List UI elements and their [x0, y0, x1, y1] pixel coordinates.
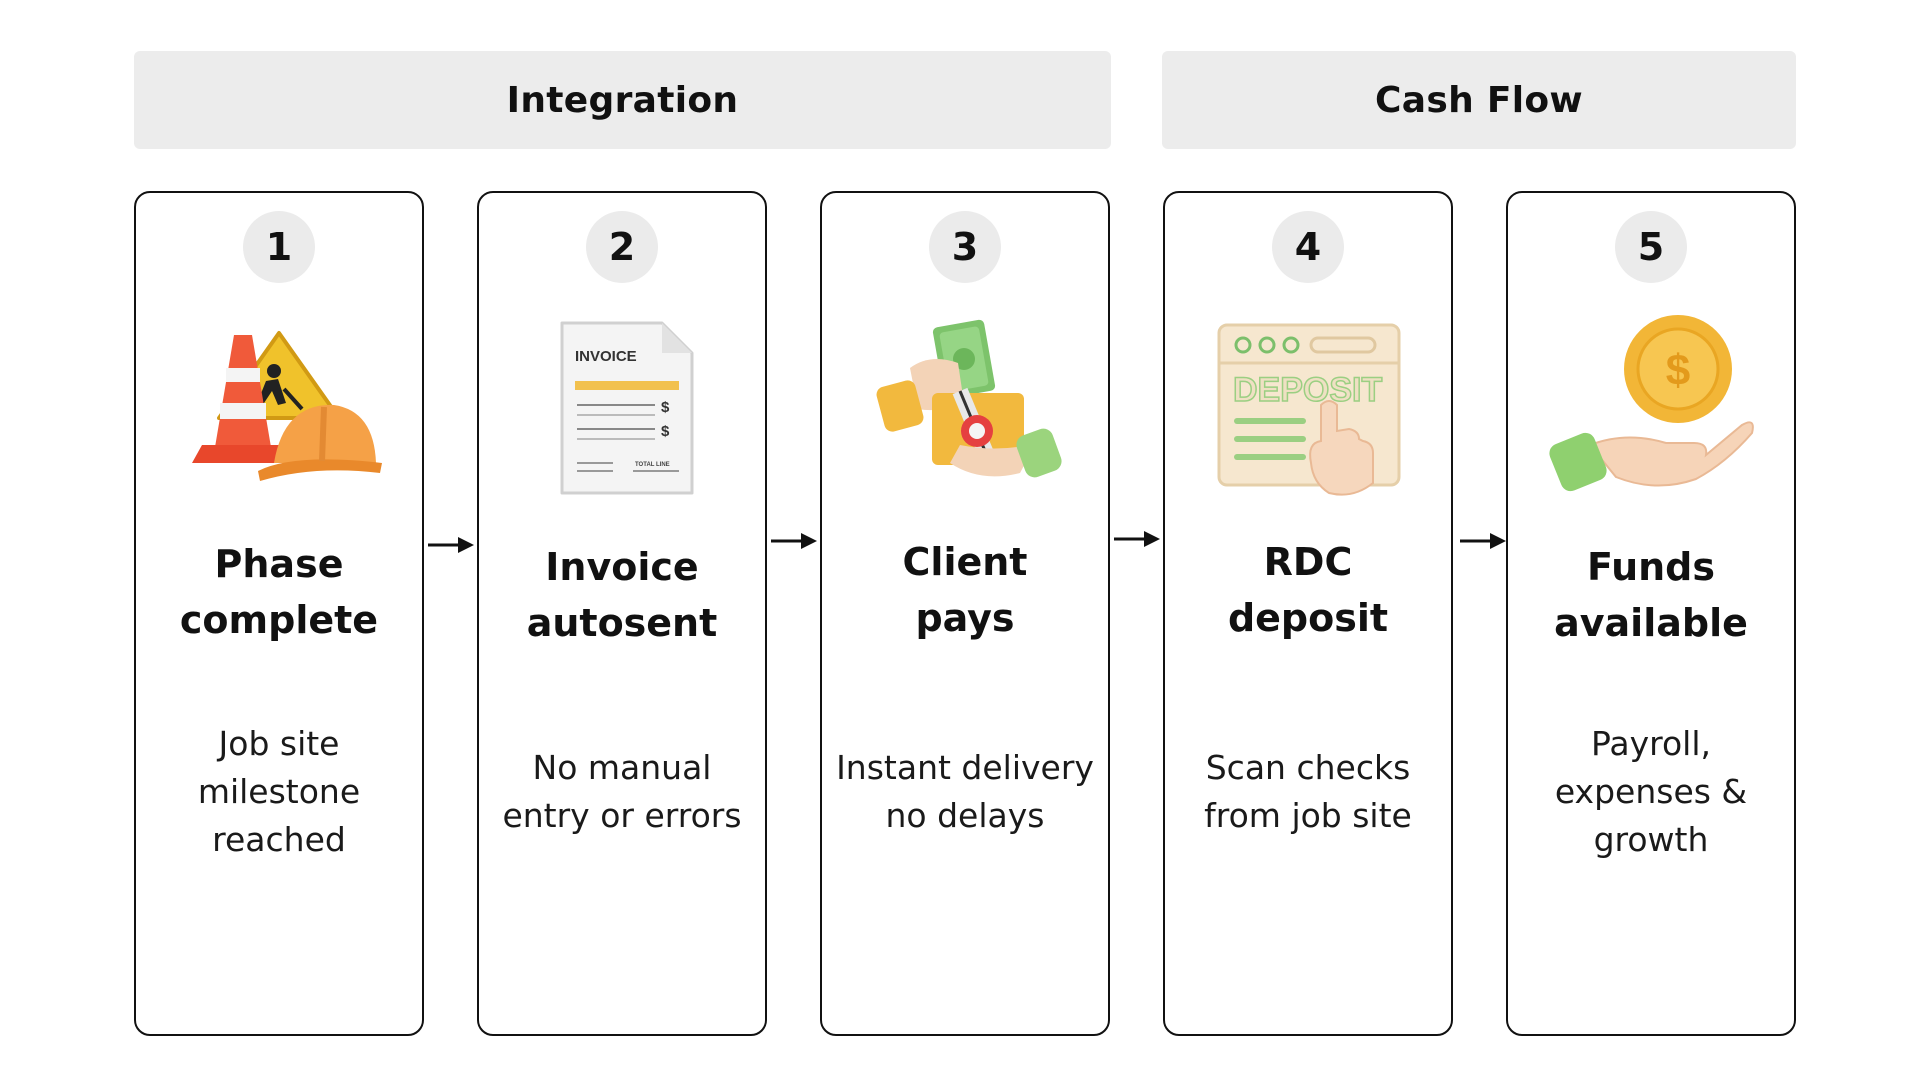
invoice-total-label: TOTAL LINE: [635, 462, 670, 468]
deposit-screen-label: DEPOSIT: [1233, 371, 1382, 409]
step-description-line: Scan checks: [1205, 748, 1411, 787]
step-card-5: 5 $ Funds available Payroll, expenses & …: [1506, 191, 1796, 1036]
step-title: Invoice autosent: [479, 539, 765, 651]
group-label-cash-flow: Cash Flow: [1375, 79, 1583, 121]
step-description-line: No manual: [532, 748, 712, 787]
step-description: Job site milestone reached: [136, 720, 422, 864]
step-number-badge: 3: [929, 211, 1001, 283]
group-label-integration: Integration: [506, 79, 739, 121]
step-title: Funds available: [1508, 539, 1794, 651]
step-title-line: deposit: [1227, 596, 1389, 640]
arrow-right-icon: [428, 537, 474, 553]
step-description-line: growth: [1593, 820, 1709, 859]
step-description-line: expenses &: [1554, 772, 1748, 811]
step-number-badge: 1: [243, 211, 315, 283]
coin-dollar-symbol: $: [1666, 346, 1690, 395]
arrow-right-icon: [771, 533, 817, 549]
step-title-line: Invoice: [545, 545, 699, 589]
step-title: Phase complete: [136, 536, 422, 648]
step-title-line: Phase: [214, 542, 344, 586]
invoice-document-icon: INVOICE $ $ TOTAL LINE: [560, 321, 694, 495]
deposit-screen-hand-icon: DEPOSIT: [1217, 323, 1401, 496]
step-description-line: entry or errors: [502, 796, 742, 835]
invoice-heading: INVOICE: [575, 348, 637, 365]
step-number-badge: 4: [1272, 211, 1344, 283]
step-card-4: 4 DEPOSIT RDC deposit Scan checks from j…: [1163, 191, 1453, 1036]
step-title-line: available: [1554, 601, 1748, 645]
step-description-line: milestone: [197, 772, 361, 811]
step-title-line: RDC: [1263, 540, 1353, 584]
step-description: Scan checks from job site: [1165, 744, 1451, 840]
step-number-badge: 5: [1615, 211, 1687, 283]
step-description-line: no delays: [885, 796, 1045, 835]
step-description-line: Instant delivery: [836, 748, 1094, 787]
step-title: RDC deposit: [1165, 534, 1451, 646]
step-description: Payroll, expenses & growth: [1508, 720, 1794, 864]
step-title-line: Client: [902, 540, 1028, 584]
invoice-dollar: $: [661, 423, 670, 440]
step-title-line: pays: [915, 596, 1015, 640]
step-title-line: Funds: [1587, 545, 1715, 589]
step-description: No manual entry or errors: [479, 744, 765, 840]
step-description-line: from job site: [1204, 796, 1412, 835]
step-description-line: Job site: [218, 724, 340, 763]
step-card-3: 3 Client pays Instant delivery no delays: [820, 191, 1110, 1036]
group-header-cash-flow: Cash Flow: [1162, 51, 1796, 149]
step-title: Client pays: [822, 534, 1108, 646]
step-description: Instant delivery no delays: [822, 744, 1108, 840]
hands-exchanging-money-icon: [876, 319, 1062, 478]
invoice-dollar: $: [661, 399, 670, 416]
step-card-2: 2 INVOICE $ $ TOTAL LINE Invoice autosen…: [477, 191, 767, 1036]
arrow-right-icon: [1460, 533, 1506, 549]
step-description-line: Payroll,: [1590, 724, 1712, 763]
step-title-line: complete: [179, 598, 379, 642]
step-title-line: autosent: [526, 601, 718, 645]
hand-holding-coin-icon: $: [1549, 315, 1754, 492]
step-card-1: 1 Phase complete Job site milestone reac…: [134, 191, 424, 1036]
group-header-integration: Integration: [134, 51, 1111, 149]
step-number-badge: 2: [586, 211, 658, 283]
step-description-line: reached: [212, 820, 346, 859]
arrow-right-icon: [1114, 531, 1160, 547]
construction-cone-sign-hardhat-icon: [192, 331, 382, 481]
